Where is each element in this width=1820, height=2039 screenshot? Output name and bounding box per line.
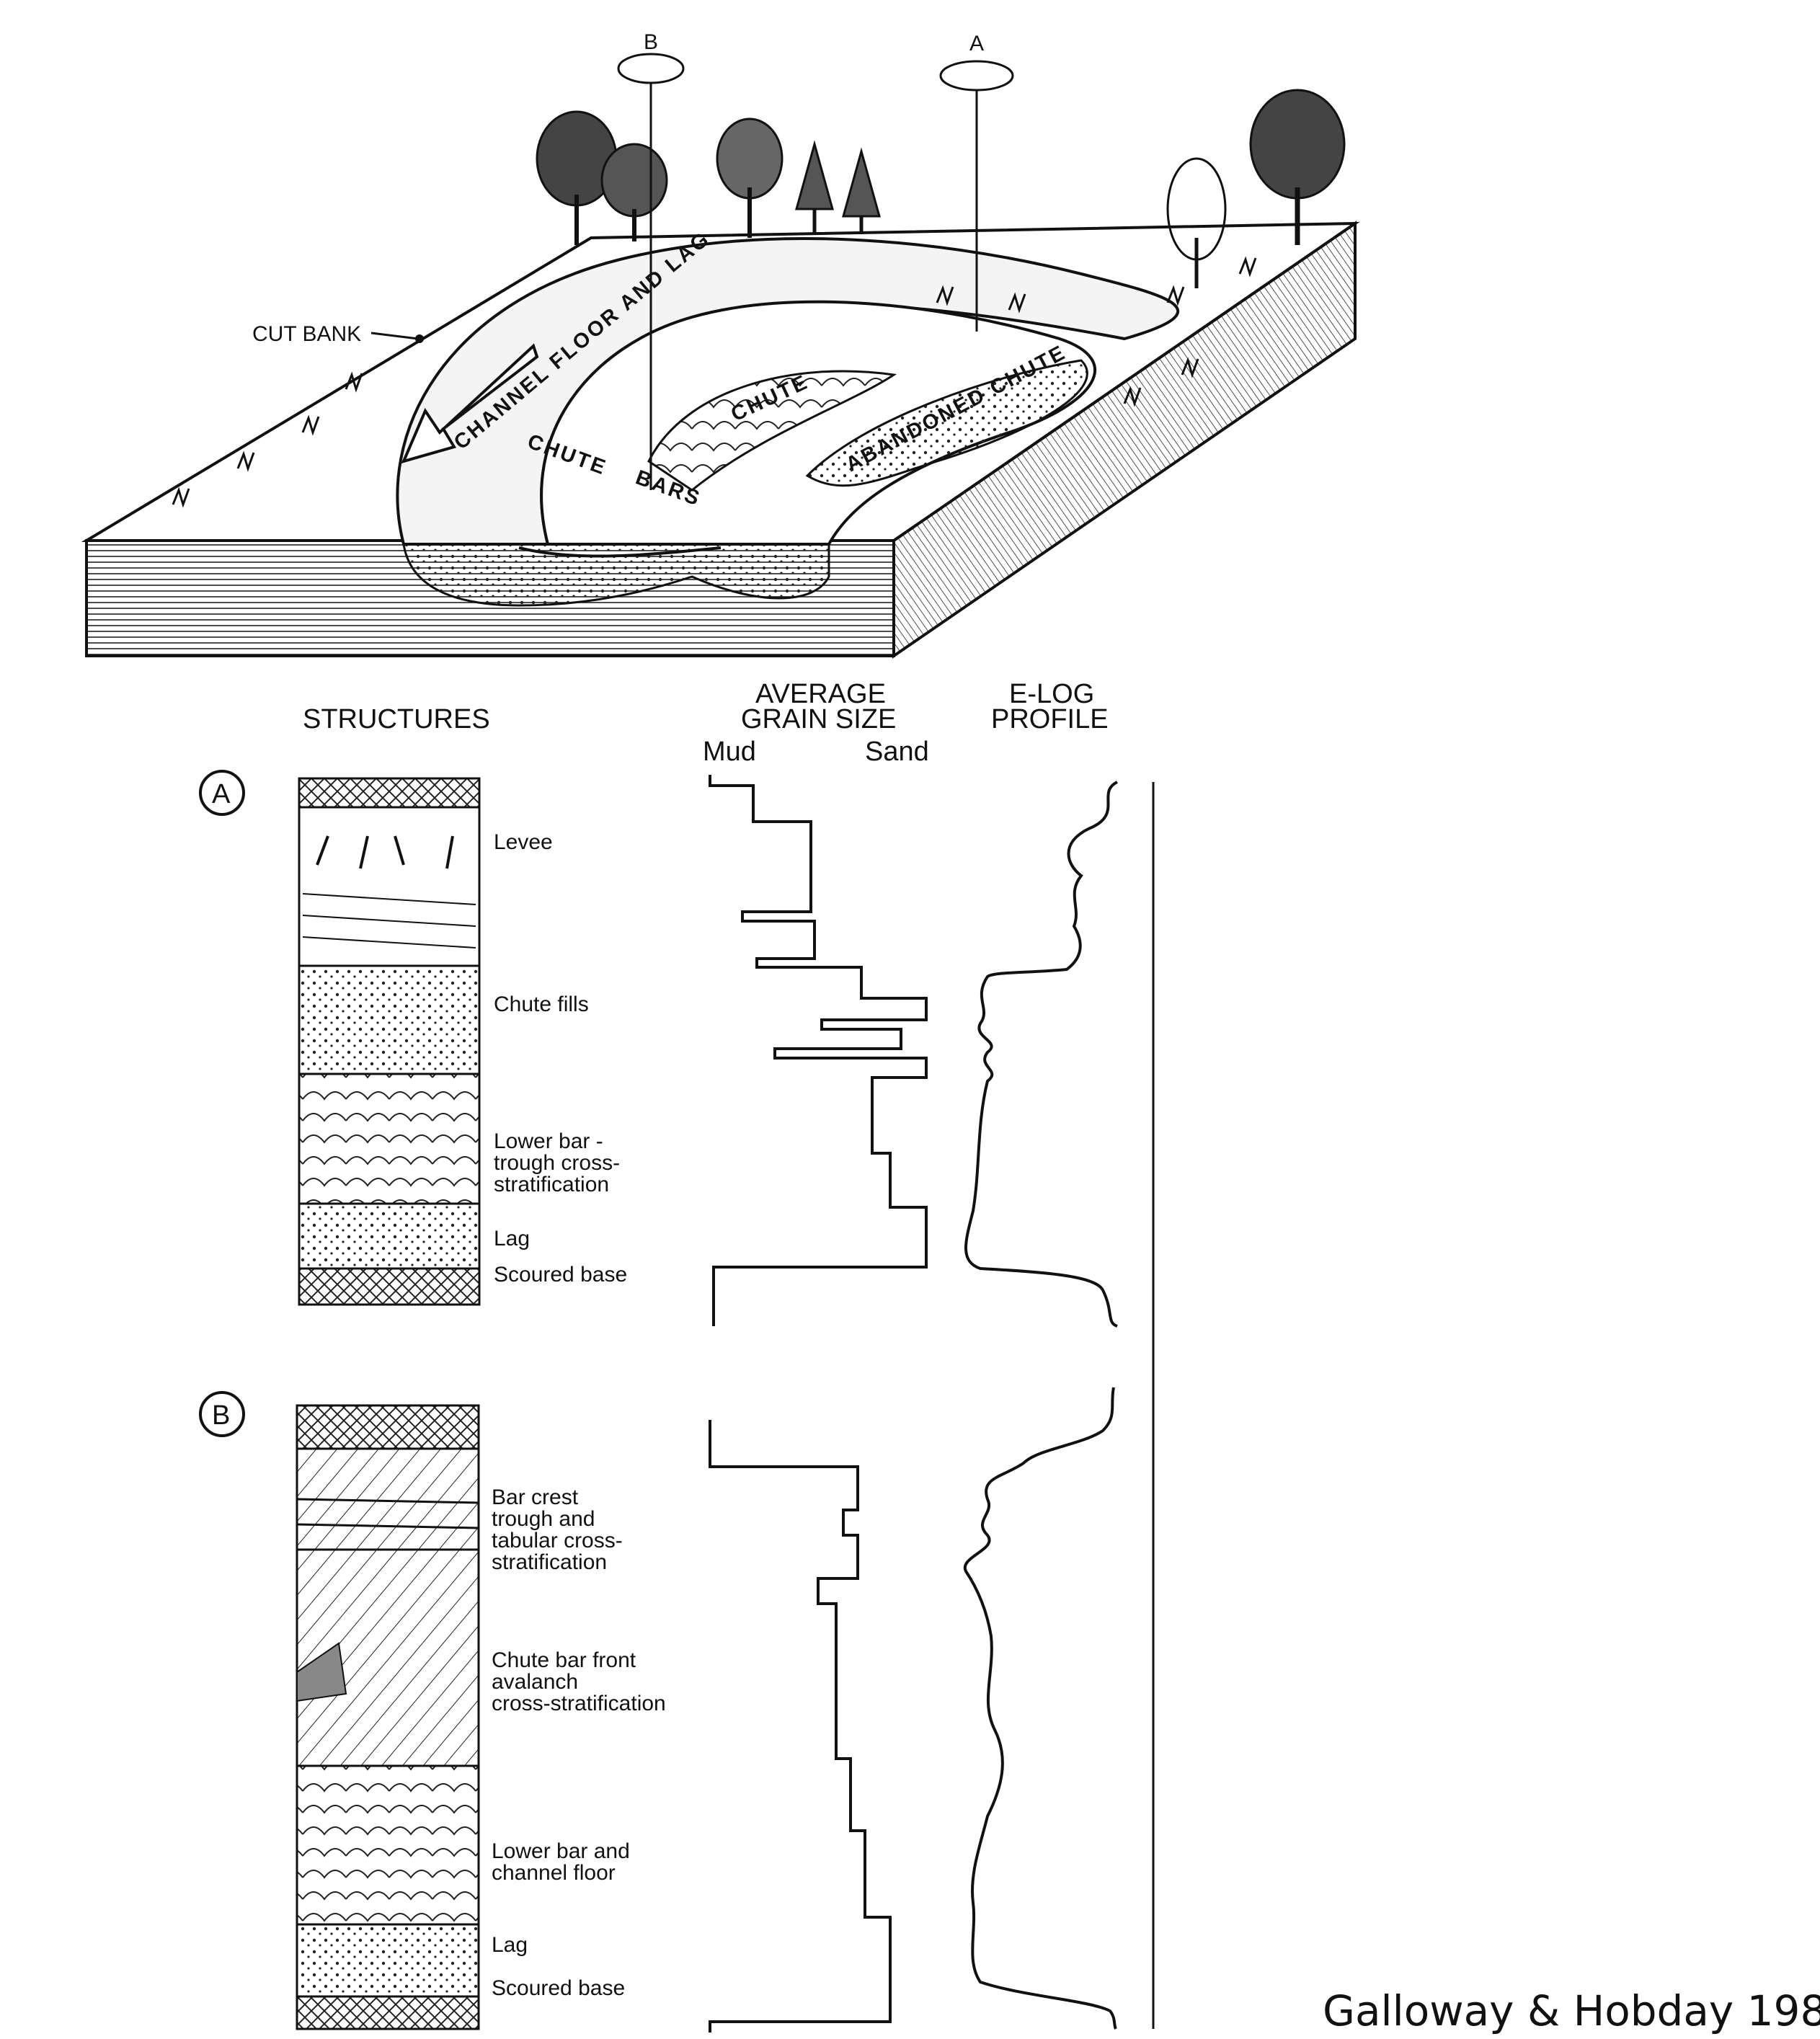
elog-curve-a [964, 781, 1119, 1328]
unit-label: Scoured base [492, 1976, 625, 2000]
channel-fill-section [402, 543, 830, 607]
unit-label: Levee [494, 830, 553, 854]
well-b-label: B [644, 30, 658, 54]
mud-label: Mud [703, 737, 756, 767]
tree-icon [716, 117, 881, 238]
section-a-marker [199, 770, 245, 816]
structures-header: STRUCTURES [303, 704, 490, 734]
unit-label: cross-stratification [492, 1692, 666, 1715]
unit-label: Lag [492, 1933, 528, 1957]
svg-text:B: B [212, 1400, 230, 1431]
tree-icon [536, 110, 668, 245]
section-b: B Bar crest trough and tabular cross- st… [199, 1387, 1117, 2033]
unit-label: trough and [492, 1507, 595, 1531]
elog-curve-b [963, 1387, 1117, 2030]
source-credit: Galloway & Hobday 1983 [1323, 1986, 1820, 2035]
elog-header-2: PROFILE [991, 704, 1109, 734]
sand-label: Sand [865, 737, 929, 767]
unit-label: Lower bar - [494, 1129, 603, 1153]
unit-label: Scoured base [494, 1263, 627, 1287]
elog-header-1: E-LOG [1009, 679, 1094, 709]
column-b-top-cap [296, 1404, 480, 1450]
column-b-lag [296, 1923, 480, 1998]
unit-label: stratification [494, 1173, 609, 1196]
column-a-levee [298, 806, 481, 967]
section-b-marker [199, 1391, 245, 1437]
unit-label: Chute fills [494, 992, 589, 1016]
grain-size-header-2: GRAIN SIZE [741, 704, 896, 734]
well-b-marker [617, 53, 685, 84]
unit-label: tabular cross- [492, 1529, 623, 1552]
grain-size-header-1: AVERAGE [755, 679, 886, 709]
unit-label: avalanch [492, 1670, 578, 1694]
block-diagram: CUT BANK B A CHANNEL FLOOR AND LAG CHUTE… [81, 30, 1360, 659]
column-a-lower-bar [298, 1072, 481, 1205]
column-a-chute-fills [298, 964, 481, 1075]
unit-label: Lower bar and [492, 1839, 630, 1863]
flow-arrow-icon [401, 343, 539, 464]
well-a-marker [939, 60, 1014, 92]
tree-icon [1166, 89, 1346, 288]
well-a-label: A [969, 32, 984, 55]
unit-label: Bar crest [492, 1485, 579, 1509]
cut-bank-label: CUT BANK [252, 322, 361, 346]
unit-label: Lag [494, 1227, 530, 1251]
unit-label: channel floor [492, 1861, 616, 1885]
abandoned-chute [805, 359, 1088, 487]
grain-size-curve-b [709, 1420, 892, 2033]
grass-tufts [172, 256, 1257, 508]
svg-text:A: A [212, 779, 231, 809]
column-b-lower-bar [296, 1764, 480, 1926]
unit-label: stratification [492, 1550, 607, 1574]
unit-label: trough cross- [494, 1151, 620, 1175]
grain-size-curve-a [709, 775, 928, 1326]
side-face [892, 221, 1357, 659]
unit-label: Chute bar front [492, 1648, 636, 1672]
column-headers: STRUCTURES AVERAGE GRAIN SIZE Mud Sand E… [303, 679, 1109, 767]
column-a-top-cap [298, 777, 481, 809]
column-a-lag [298, 1202, 481, 1270]
section-a: A Levee Chute fills Lower bar - trough c… [199, 770, 1155, 2029]
column-a-base-cap [298, 1267, 481, 1306]
chute [647, 370, 897, 492]
column-b-base-cap [296, 1995, 480, 2030]
